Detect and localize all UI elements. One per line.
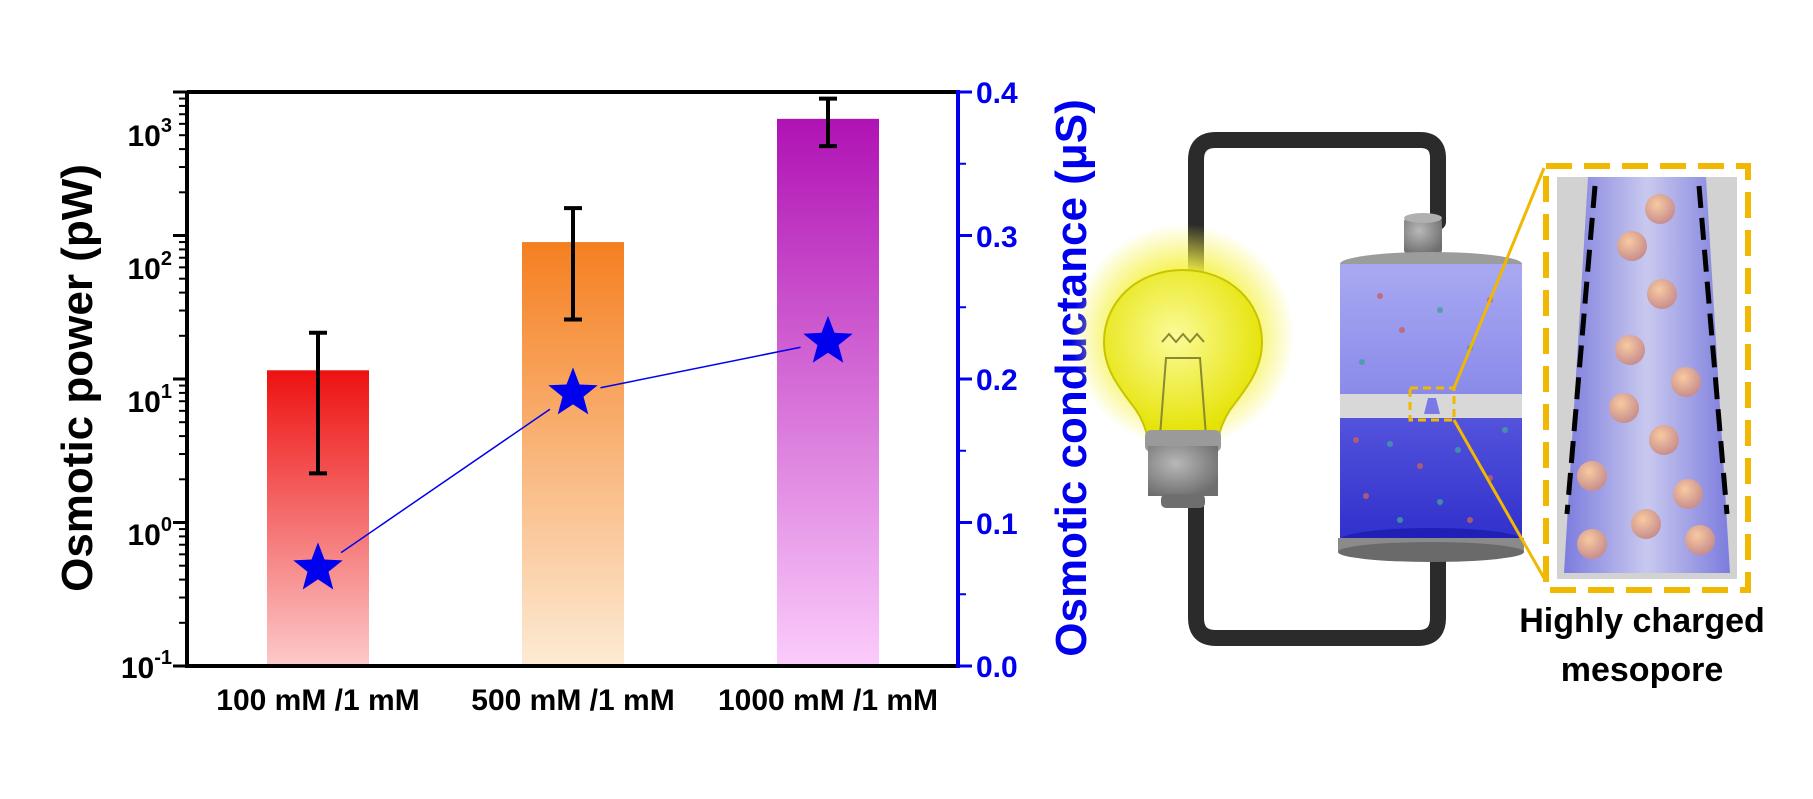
left-tick-label: 103 [128, 115, 173, 153]
cell-container [1338, 213, 1524, 562]
series-line-segment [600, 346, 801, 389]
circuit-wire [1188, 132, 1446, 646]
error-bar-1 [564, 206, 582, 322]
bars-layer [267, 118, 879, 667]
left-tick-label: 100 [128, 514, 173, 552]
error-bar-0 [309, 330, 327, 476]
left-axis-title: Osmotic power (pW) [53, 164, 102, 592]
left-axis-ticks [173, 90, 187, 668]
ion-particles [1353, 293, 1508, 523]
category-label: 100 mM /1 mM [216, 684, 419, 717]
left-tick-label: 10-1 [121, 647, 172, 685]
cation-particles [1577, 194, 1715, 559]
series-line-segment [340, 408, 551, 554]
left-tick-label: 101 [128, 381, 173, 419]
caption-line-1: Highly charged [1519, 602, 1765, 640]
caption-line-2: mesopore [1561, 651, 1724, 689]
mesopore-zoom [1543, 163, 1751, 593]
right-axis-ticks [958, 90, 972, 668]
right-tick-label: 0.0 [976, 651, 1018, 684]
left-tick-label: 102 [128, 248, 173, 286]
right-tick-label: 0.2 [976, 364, 1018, 397]
category-label: 1000 mM /1 mM [718, 684, 938, 717]
star-point-1 [548, 367, 598, 415]
right-tick-label: 0.4 [976, 77, 1018, 110]
stars-layer [293, 315, 853, 590]
right-tick-label: 0.3 [976, 221, 1018, 254]
light-bulb-icon [1071, 224, 1295, 508]
bar-2 [777, 118, 879, 667]
category-label: 500 mM /1 mM [471, 684, 674, 717]
error-bar-2 [819, 96, 837, 149]
osmotic-device-illustration: Highly charged mesopore [1071, 132, 1765, 689]
right-axis-tick-labels: 0.0 0.1 0.2 0.3 0.4 [976, 77, 1018, 684]
left-axis-tick-labels: 10-1 100 101 102 103 [121, 115, 172, 685]
error-bars-layer [309, 96, 837, 476]
star-point-2 [803, 315, 853, 363]
right-tick-label: 0.1 [976, 508, 1018, 541]
star-point-0 [293, 542, 343, 590]
category-labels: 100 mM /1 mM 500 mM /1 mM 1000 mM /1 mM [216, 684, 938, 717]
